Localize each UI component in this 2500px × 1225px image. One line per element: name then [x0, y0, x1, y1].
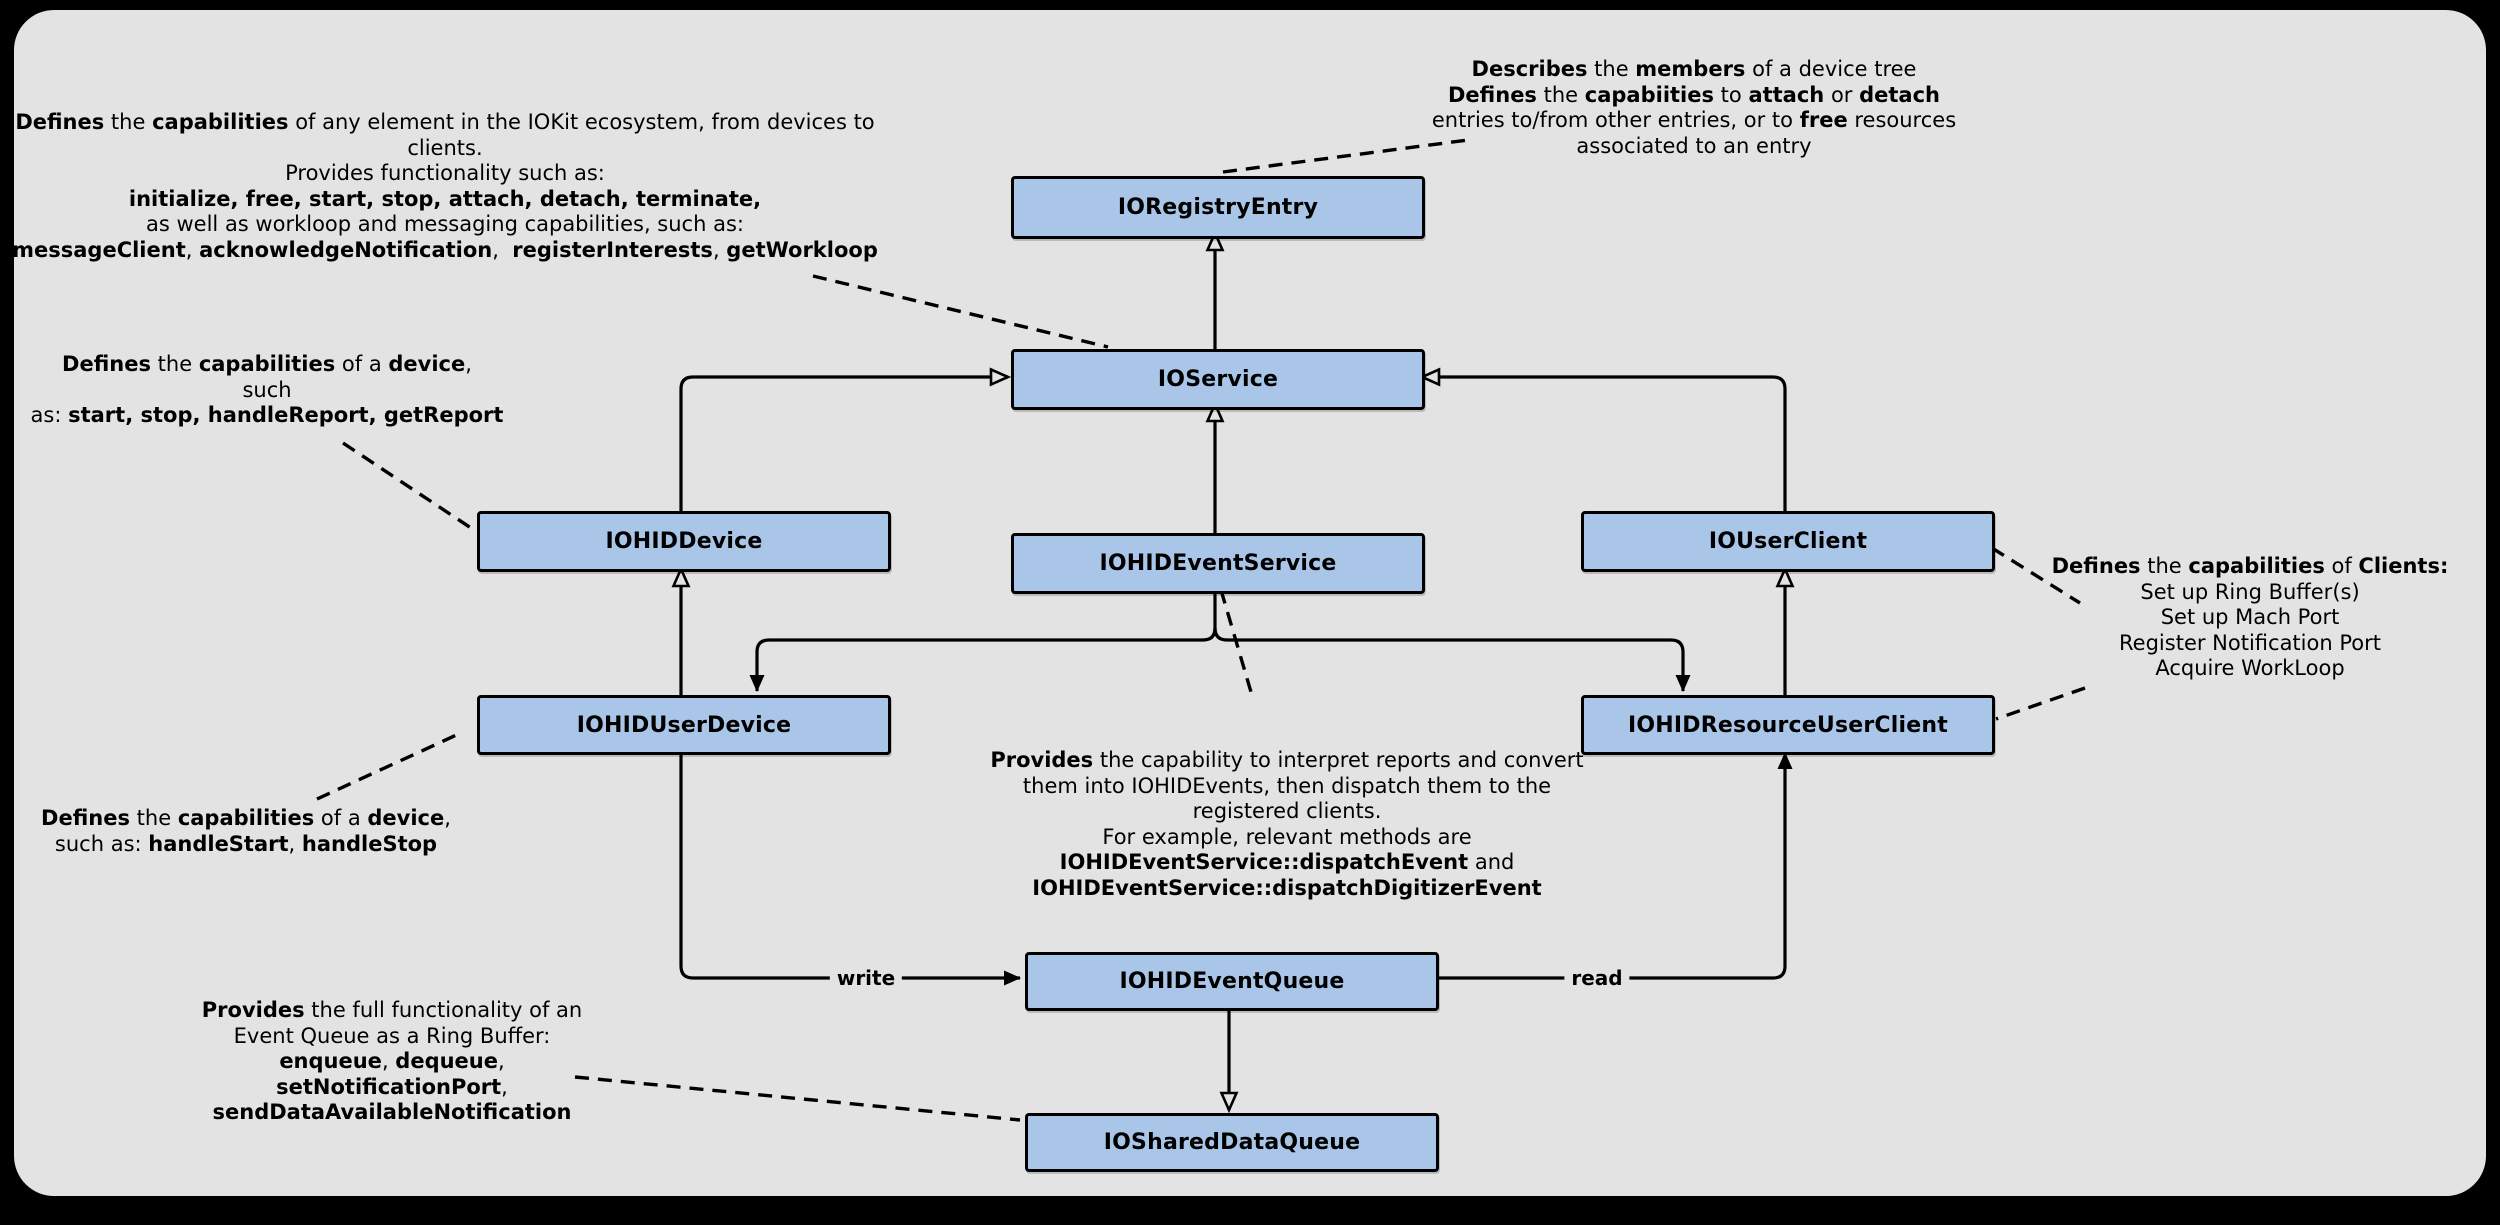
annotation-line: such as: handleStart, handleStop	[54, 831, 438, 856]
class-box-ioregistryentry: IORegistryEntry	[1011, 176, 1425, 239]
annotation-line: Defines the capabilities of a device,	[62, 352, 472, 376]
annotation-line: Register Notification Port	[2119, 630, 2381, 655]
class-box-label: IOSharedDataQueue	[1103, 1130, 1361, 1155]
edge-label-read: read	[1564, 967, 1630, 989]
class-box-label: IOUserClient	[1708, 529, 1868, 554]
connector-branch-to-iohidresourceuserclient	[1213, 627, 1691, 692]
annotation-line: clients.	[407, 135, 483, 160]
annotation-line: registered clients.	[1192, 799, 1382, 823]
annotation-line: associated to an entry	[1576, 133, 1812, 158]
annotation-line: Provides the capability to interpret rep…	[990, 748, 1584, 772]
class-box-ioservice: IOService	[1011, 349, 1425, 410]
class-box-label: IOHIDEventService	[1099, 551, 1337, 576]
class-box-label: IOHIDUserDevice	[576, 712, 792, 738]
annotation-line: IOHIDEventService::dispatchDigitizerEven…	[1032, 875, 1542, 900]
annotation-line: Defines the capabilities of a device,	[41, 806, 451, 830]
annotation-line: such	[242, 377, 292, 402]
annotation-iohiddevice-note: Defines the capabilities of a device,suc…	[0, 352, 717, 429]
connector-iouserclient-to-ioservice	[1418, 367, 1787, 511]
annotation-line: Set up Ring Buffer(s)	[2140, 579, 2360, 604]
dashed-iohidresourceuserclient-note	[1995, 686, 2086, 721]
class-box-label: IOHIDResourceUserClient	[1628, 712, 1948, 738]
dashed-iohiddevice-note	[342, 441, 475, 532]
edge-label-write: write	[829, 967, 903, 989]
annotation-line: For example, relevant methods are	[1102, 824, 1472, 849]
annotation-line: enqueue, dequeue,	[279, 1049, 505, 1073]
annotation-line: Defines the capabilities of Clients:	[2051, 554, 2449, 578]
annotation-iohiduserdevice-note: Defines the capabilities of a device,suc…	[0, 806, 696, 857]
annotation-line: Acquire WorkLoop	[2155, 656, 2345, 680]
class-box-label: IOHIDDevice	[605, 529, 763, 554]
dashed-ioservice-note	[812, 274, 1109, 349]
connector-read	[1433, 752, 1793, 980]
connector-branch-to-iohiduserdevice	[749, 627, 1217, 692]
annotation-line: entries to/from other entries, or to fre…	[1431, 108, 1957, 132]
annotation-ioservice-note: Defines the capabilities of any element …	[0, 110, 895, 263]
dashed-iohideventservice-note	[1219, 589, 1253, 693]
annotation-line: Provides the full functionality of an	[201, 998, 583, 1022]
class-box-iouserclient: IOUserClient	[1581, 511, 1995, 572]
annotation-line: initialize, free, start, stop, attach, d…	[128, 186, 762, 211]
class-box-ioshareddataqueue: IOSharedDataQueue	[1025, 1113, 1439, 1172]
annotation-line: sendDataAvailableNotification	[212, 1100, 572, 1124]
connector-iohiddevice-to-ioservice	[679, 367, 1012, 511]
dashed-ioshareddataqueue-note	[574, 1075, 1021, 1122]
annotation-iouserclient-note: Defines the capabilities of Clients:Set …	[1800, 554, 2500, 682]
dashed-iohiduserdevice-note	[316, 730, 464, 801]
annotation-line: Describes the members of a device tree	[1471, 57, 1917, 81]
class-box-iohidresourceuserclient: IOHIDResourceUserClient	[1581, 695, 1995, 755]
annotation-line: Event Queue as a Ring Buffer:	[233, 1023, 551, 1048]
class-box-label: IOHIDEventQueue	[1119, 969, 1345, 994]
annotation-line: setNotificationPort,	[276, 1074, 508, 1099]
dashed-iouserclient-note	[1991, 546, 2081, 605]
annotation-line: messageClient, acknowledgeNotification, …	[12, 237, 878, 262]
dashed-ioregistryentry-note	[1222, 138, 1469, 174]
class-box-label: IOService	[1157, 367, 1279, 392]
annotation-line: as well as workloop and messaging capabi…	[146, 212, 744, 236]
annotation-line: Provides functionality such as:	[285, 161, 605, 185]
annotation-line: as: start, stop, handleReport, getReport	[30, 403, 504, 427]
connector-write	[679, 748, 1021, 986]
annotation-line: Defines the capabilities of any element …	[15, 110, 875, 134]
class-box-iohideventservice: IOHIDEventService	[1011, 533, 1425, 594]
annotation-line: Set up Mach Port	[2160, 605, 2340, 629]
class-box-iohideventqueue: IOHIDEventQueue	[1025, 952, 1439, 1011]
class-box-iohiddevice: IOHIDDevice	[477, 511, 891, 572]
class-box-label: IORegistryEntry	[1117, 195, 1319, 220]
annotation-line: them into IOHIDEvents, then dispatch the…	[1022, 773, 1552, 798]
annotation-iohideventservice-note: Provides the capability to interpret rep…	[837, 748, 1737, 901]
class-box-iohiduserdevice: IOHIDUserDevice	[477, 695, 891, 755]
annotation-line: Defines the capabiities to attach or det…	[1448, 82, 1940, 107]
annotation-line: IOHIDEventService::dispatchEvent and	[1059, 850, 1515, 874]
